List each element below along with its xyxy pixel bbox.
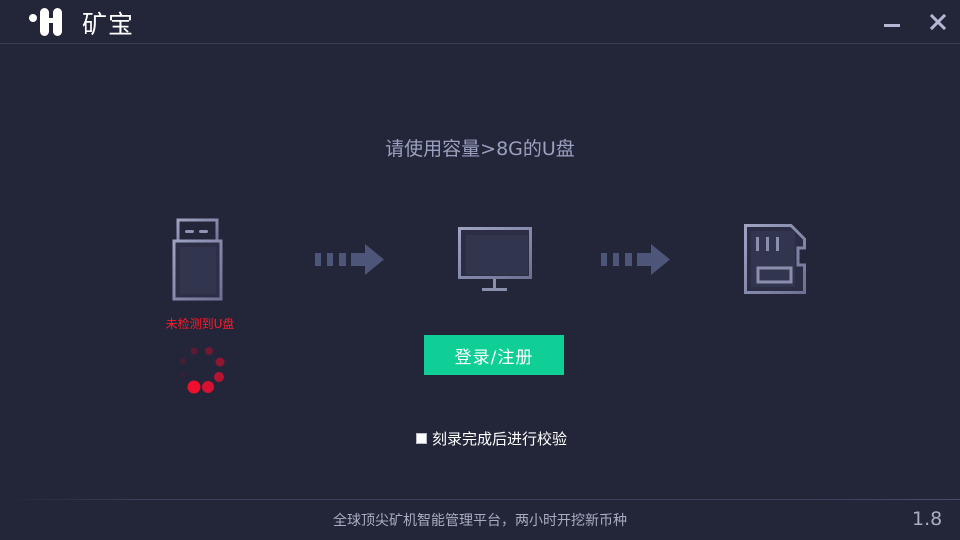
- arrow-right-icon: [315, 244, 384, 275]
- loading-spinner-icon: [180, 347, 225, 394]
- arrow-right-icon: [601, 244, 670, 275]
- verify-after-burn-option[interactable]: 刻录完成后进行校验: [416, 429, 568, 448]
- sd-card-icon: [744, 224, 806, 294]
- title-bar: 矿宝: [0, 0, 960, 44]
- app-title: 矿宝: [82, 10, 135, 39]
- usb-drive-icon: [172, 218, 223, 301]
- close-icon: [929, 13, 947, 31]
- login-register-button[interactable]: 登录/注册: [424, 335, 564, 375]
- minimize-button[interactable]: [880, 10, 904, 34]
- usb-status-text: 未检测到U盘: [165, 317, 235, 331]
- miner-logo-icon: [29, 8, 62, 36]
- verify-checkbox-label: 刻录完成后进行校验: [432, 429, 568, 448]
- instruction-text: 请使用容量>8G的U盘: [385, 138, 575, 160]
- verify-checkbox[interactable]: [416, 432, 427, 444]
- close-button[interactable]: [926, 10, 950, 34]
- footer-slogan: 全球顶尖矿机智能管理平台，两小时开挖新币种: [333, 513, 627, 529]
- minimize-icon: [884, 24, 900, 27]
- version-label: 1.8: [912, 508, 943, 530]
- monitor-icon: [458, 227, 532, 291]
- footer-divider: [0, 499, 960, 500]
